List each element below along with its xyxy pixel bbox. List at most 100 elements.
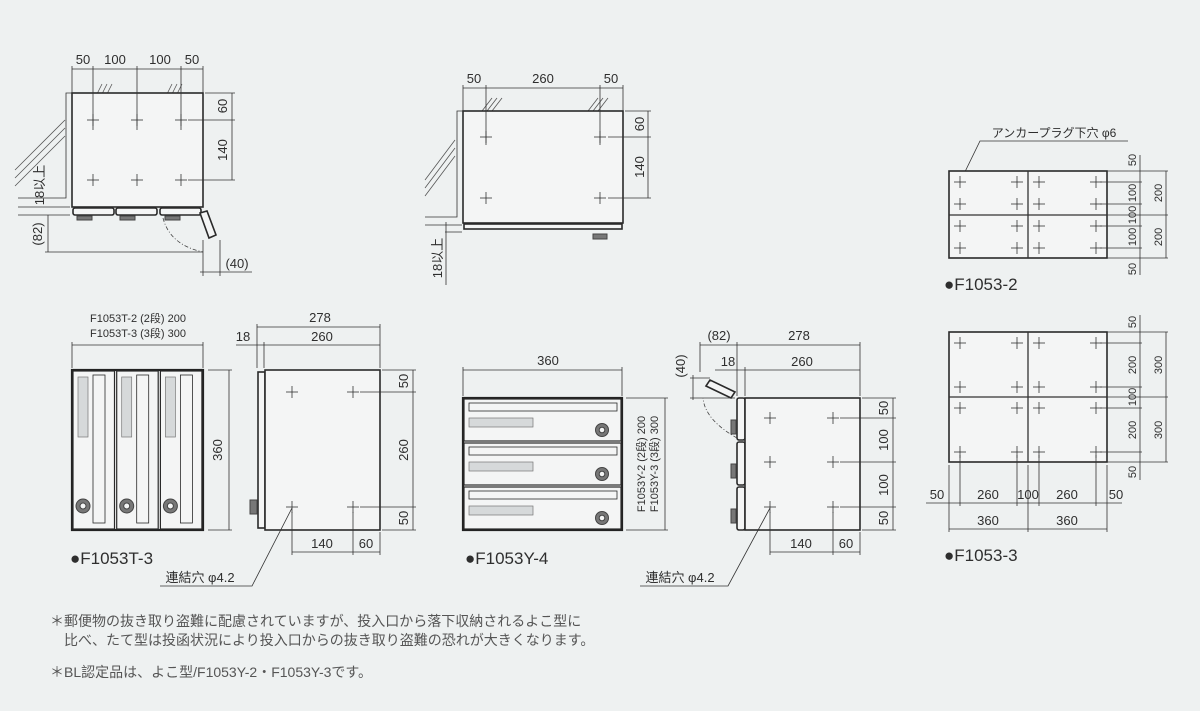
dim-label: 50 <box>1127 263 1139 275</box>
hole-callout: 連結穴 φ4.2 <box>645 570 714 585</box>
mailbox-door <box>463 442 622 486</box>
mounting-hole-mark <box>1011 402 1023 414</box>
mounting-hole-mark <box>87 114 99 126</box>
dim-label: 50 <box>604 71 618 86</box>
mounting-hole-mark <box>954 381 966 393</box>
dim-label: 100 <box>104 52 126 67</box>
dim-label: 50 <box>396 374 411 388</box>
f1053y4-side-view: (82) 278 18 260 (40) 50 100 100 50 140 6… <box>640 328 896 587</box>
name-plate <box>121 376 133 438</box>
note-line: ＊郵便物の抜き取り盗難に配慮されていますが、投入口から落下収納されるよこ型に <box>50 613 581 629</box>
f1053y4-front-view: 360 F1053Y-2 (2段) 200 F1053Y-3 (3段) 300 … <box>461 353 668 568</box>
mounting-hole-mark <box>87 174 99 186</box>
name-plate <box>468 417 534 428</box>
mounting-hole-mark <box>764 456 776 468</box>
mounting-hole-mark <box>1011 242 1023 254</box>
name-plate <box>77 376 89 438</box>
f1053-3-layout: 50 200 100 200 50 300 300 50 260 100 260… <box>926 315 1168 565</box>
dim-label: 18以上 <box>32 165 47 205</box>
dim-label: 278 <box>788 328 810 343</box>
mail-slot <box>468 402 618 412</box>
mailbox-door <box>463 398 622 442</box>
mounting-hole-mark <box>764 501 776 513</box>
model-title: ●F1053T-3 <box>70 549 153 568</box>
mounting-hole-mark <box>827 456 839 468</box>
mounting-hole-mark <box>1011 446 1023 458</box>
dim-label: 50 <box>1127 316 1139 328</box>
dim-label: 260 <box>977 487 999 502</box>
mounting-hole-mark <box>1033 402 1045 414</box>
mounting-hole-mark <box>131 114 143 126</box>
mounting-hole-mark <box>1033 198 1045 210</box>
mounting-hole-mark <box>1090 381 1102 393</box>
mounting-hole-mark <box>1090 446 1102 458</box>
dim-label: 50 <box>930 487 944 502</box>
mounting-hole-mark <box>954 402 966 414</box>
model-title: ●F1053Y-4 <box>465 549 548 568</box>
name-plate <box>468 505 534 516</box>
dim-label: 100 <box>876 429 891 451</box>
mail-slot <box>468 490 618 500</box>
mounting-hole-mark <box>1033 446 1045 458</box>
mail-slot <box>468 446 618 456</box>
mounting-hole-mark <box>594 192 606 204</box>
mounting-hole-mark <box>347 501 359 513</box>
mounting-hole-mark <box>1090 402 1102 414</box>
mounting-hole-mark <box>1011 220 1023 232</box>
mounting-hole-mark <box>1090 337 1102 349</box>
dim-label: 260 <box>311 329 333 344</box>
model-title: ●F1053-3 <box>944 546 1018 565</box>
f1053t3-front-view: F1053T-2 (2段) 200 F1053T-3 (3段) 300 360 … <box>70 311 232 568</box>
lock-keyhole <box>598 426 606 434</box>
mounting-hole-mark <box>286 501 298 513</box>
mail-slot <box>92 374 106 524</box>
dim-label: 18 <box>721 354 735 369</box>
mounting-hole-mark <box>480 131 492 143</box>
mounting-hole-mark <box>1090 176 1102 188</box>
dim-label: (40) <box>225 256 248 271</box>
mounting-hole-mark <box>954 176 966 188</box>
mounting-hole-mark <box>954 242 966 254</box>
dim-label: 140 <box>215 139 230 161</box>
mounting-hole-mark <box>827 412 839 424</box>
name-plate <box>165 376 176 438</box>
name-plate <box>468 461 534 472</box>
dim-label: 360 <box>977 513 999 528</box>
mounting-hole-mark <box>1011 337 1023 349</box>
hole-callout: 連結穴 φ4.2 <box>165 570 234 585</box>
dim-label: 300 <box>1153 421 1165 439</box>
mounting-hole-mark <box>347 386 359 398</box>
dim-label: 100 <box>1127 228 1139 246</box>
dim-label: 200 <box>1153 228 1165 246</box>
dim-label: 140 <box>311 536 333 551</box>
dim-label: 60 <box>839 536 853 551</box>
dim-label: F1053T-2 (2段) 200 <box>90 311 186 325</box>
dim-label: 200 <box>1127 356 1139 374</box>
f1053t3-side-view: 278 18 260 50 260 50 140 60 連結穴 φ4.2 <box>160 310 416 587</box>
dim-label: F1053Y-3 (3段) 300 <box>647 416 661 512</box>
mounting-hole-mark <box>286 386 298 398</box>
mounting-hole-mark <box>1090 242 1102 254</box>
dim-label: 260 <box>532 71 554 86</box>
mailbox-door <box>159 370 203 530</box>
mounting-hole-mark <box>1033 242 1045 254</box>
mail-slot <box>179 374 193 524</box>
mounting-hole-mark <box>827 501 839 513</box>
mounting-hole-mark <box>954 337 966 349</box>
mounting-hole-mark <box>175 174 187 186</box>
dim-label: 260 <box>1056 487 1078 502</box>
dim-label: 50 <box>76 52 90 67</box>
dim-label: 60 <box>632 117 647 131</box>
dim-label: 140 <box>790 536 812 551</box>
mounting-hole-mark <box>1090 198 1102 210</box>
dim-label: 100 <box>1127 388 1139 406</box>
mounting-hole-mark <box>764 412 776 424</box>
model-title: ●F1053-2 <box>944 275 1018 294</box>
mailbox-door <box>72 370 116 530</box>
mounting-hole-mark <box>1011 176 1023 188</box>
dim-label: 50 <box>1127 154 1139 166</box>
mounting-hole-mark <box>1090 220 1102 232</box>
dim-label: 50 <box>396 511 411 525</box>
dim-label: 278 <box>309 310 331 325</box>
